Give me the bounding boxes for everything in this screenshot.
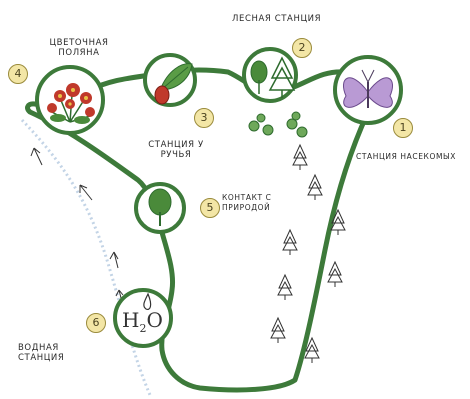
stream-arrow-icon: [79, 184, 93, 201]
spruce-forest: [270, 143, 346, 363]
stream-arrow-icon: [109, 251, 119, 269]
station-5-label: Станция у ручья: [148, 140, 204, 160]
tree-pair-icon: [250, 56, 296, 98]
station-3-number: 3: [194, 108, 214, 128]
spruce-tree-icon: [327, 260, 343, 287]
station-4-label: Цветочная поляна: [49, 38, 109, 58]
station-1-label: Станция насекомых: [356, 152, 457, 161]
leaf-berry-icon: [154, 63, 193, 105]
station-6-label: Водная станция: [18, 343, 65, 363]
stream-arrows: [30, 147, 124, 303]
spruce-tree-icon: [277, 273, 293, 300]
flower-bouquet-icon: [47, 83, 95, 124]
station-1-number: 1: [393, 118, 413, 138]
stream-line: [20, 118, 152, 396]
water-formula: H2O: [122, 308, 163, 335]
water-drop-icon: [143, 292, 152, 311]
spruce-tree-icon: [307, 173, 323, 200]
spruce-tree-icon: [282, 228, 298, 255]
station-6-number: 6: [86, 313, 106, 333]
station-5-contact-label: Контакт с природой: [222, 193, 272, 212]
station-2-label: Лесная станция: [232, 14, 322, 24]
stream-arrow-icon: [30, 147, 43, 166]
butterfly-icon: [342, 69, 394, 108]
station-6-circle: [113, 288, 173, 348]
trail-path: [25, 67, 373, 393]
spruce-tree-icon: [304, 336, 320, 363]
station-4-number: 4: [8, 64, 28, 84]
single-tree-icon: [148, 188, 172, 226]
bush-cluster-icon: [248, 111, 308, 138]
station-2-number: 2: [292, 38, 312, 58]
station-5-number: 5: [200, 198, 220, 218]
spruce-tree-icon: [292, 143, 308, 170]
spruce-tree-icon: [270, 316, 286, 343]
spruce-tree-icon: [330, 208, 346, 235]
